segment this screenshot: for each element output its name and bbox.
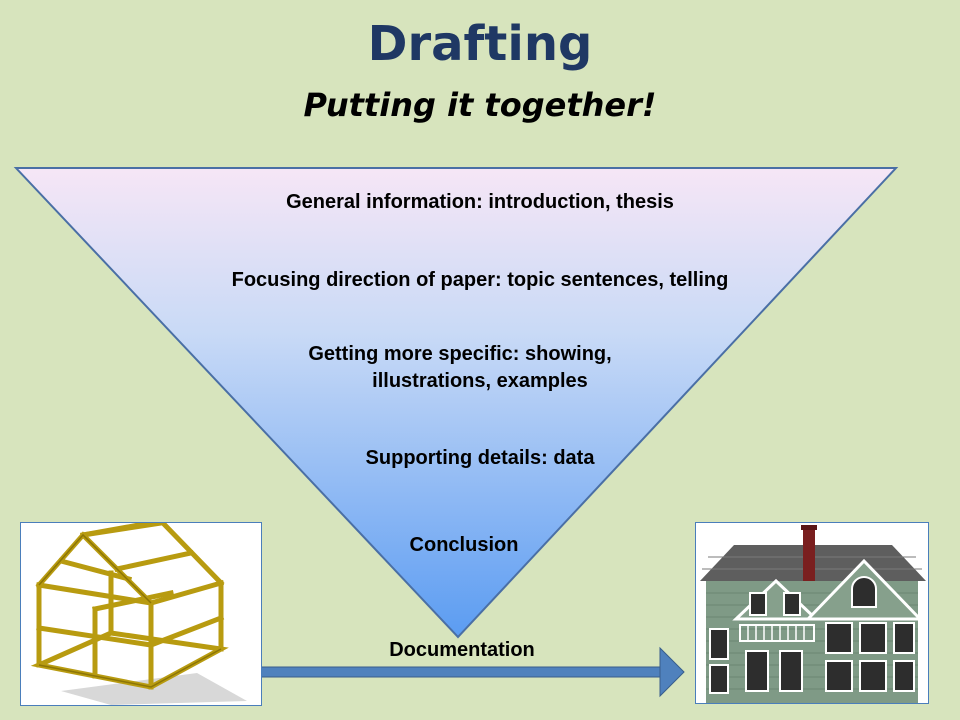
page-subtitle: Putting it together! [303, 86, 657, 124]
documentation-label: Documentation [389, 639, 535, 661]
funnel-level-conclusion: Conclusion [409, 534, 519, 556]
page-title: Drafting [367, 16, 593, 72]
funnel-level-focusing: Focusing direction of paper: topic sente… [231, 269, 729, 291]
funnel-level-specific-2: illustrations, examples [372, 370, 588, 392]
funnel-level-supporting: Supporting details: data [365, 447, 595, 469]
funnel-triangle [13, 167, 899, 639]
house-frame-icon [20, 518, 262, 706]
funnel-level-general: General information: introduction, thesi… [286, 191, 674, 213]
funnel-level-specific-1: Getting more specific: showing, [308, 343, 612, 365]
finished-house-icon [695, 522, 929, 704]
